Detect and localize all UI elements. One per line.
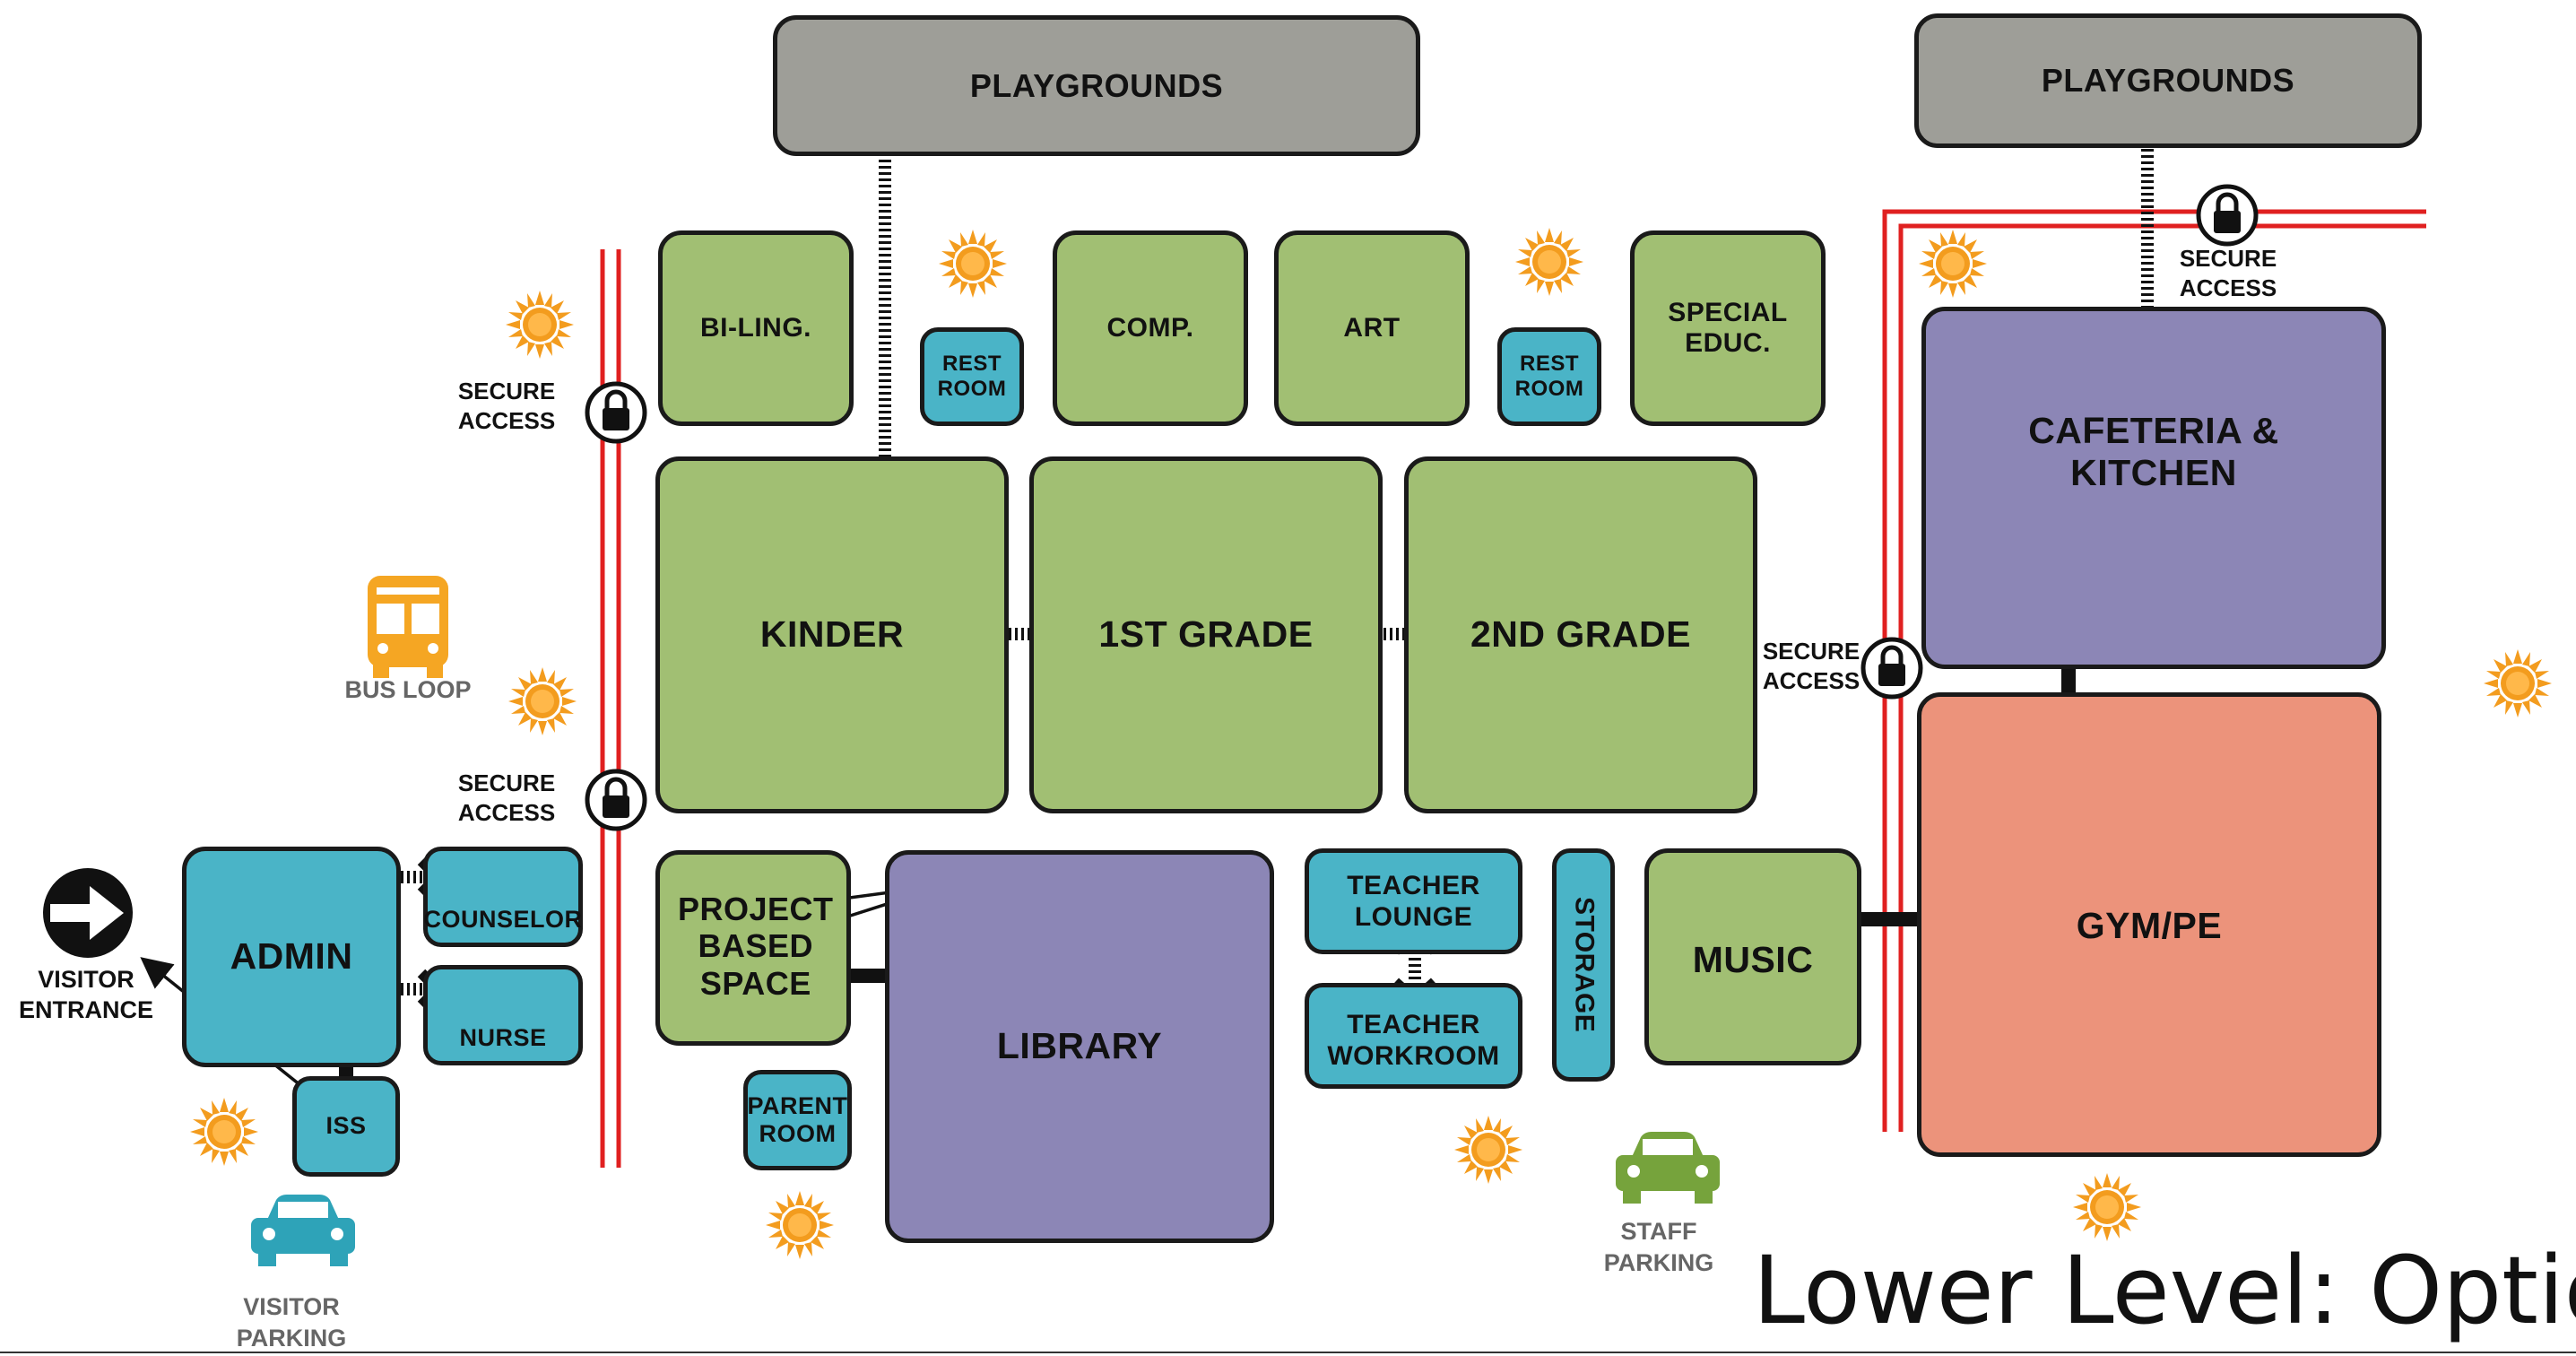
playgrounds-right-label: PLAYGROUNDS bbox=[2041, 62, 2295, 100]
room-counselor: COUNSELOR bbox=[423, 847, 583, 947]
room-label-line: ROOM bbox=[1514, 377, 1584, 401]
sun-icon bbox=[766, 1191, 834, 1259]
room-2nd-grade: 2ND GRADE bbox=[1404, 456, 1757, 813]
label-line: ACCESS bbox=[1762, 666, 1860, 694]
room-label-line: ROOM bbox=[937, 377, 1007, 401]
room-comp: COMP. bbox=[1053, 230, 1248, 426]
room-gym-pe-label: GYM/PE bbox=[2076, 905, 2223, 946]
label-line: VISITOR bbox=[243, 1293, 340, 1320]
lock-icon bbox=[2199, 187, 2256, 244]
room-kinder: KINDER bbox=[655, 456, 1009, 813]
label-line: PARKING bbox=[236, 1325, 347, 1352]
room-1st-grade: 1ST GRADE bbox=[1029, 456, 1383, 813]
sun-icon bbox=[508, 667, 577, 735]
room-label-line: ROOM bbox=[759, 1120, 837, 1147]
sun-icon bbox=[2484, 649, 2552, 717]
room-iss-label: ISS bbox=[325, 1112, 367, 1140]
room-label-line: REST bbox=[941, 352, 1002, 377]
room-art-label: ART bbox=[1343, 312, 1401, 343]
room-library: LIBRARY bbox=[885, 850, 1274, 1243]
sun-icon bbox=[506, 291, 574, 359]
room-counselor-label: COUNSELOR bbox=[423, 905, 583, 933]
room-1st-grade-label: 1ST GRADE bbox=[1098, 613, 1314, 656]
room-2nd-grade-label: 2ND GRADE bbox=[1470, 613, 1691, 656]
sun-icon bbox=[190, 1098, 258, 1166]
label-line: SECURE bbox=[1762, 638, 1860, 665]
room-label-line: PROJECT bbox=[678, 891, 834, 927]
room-admin: ADMIN bbox=[182, 847, 401, 1067]
room-label-line: REST bbox=[1519, 352, 1579, 377]
label-line: SECURE bbox=[457, 769, 556, 796]
visitor-parking-label: VISITOR PARKING bbox=[206, 1291, 377, 1354]
room-admin-label: ADMIN bbox=[230, 935, 353, 978]
sun-icon bbox=[1919, 230, 1987, 298]
room-storage: STORAGE bbox=[1552, 848, 1615, 1082]
staff-parking-label: STAFF PARKING bbox=[1578, 1216, 1739, 1279]
room-comp-label: COMP. bbox=[1106, 312, 1194, 343]
room-label-line: TEACHER bbox=[1347, 871, 1480, 900]
room-kinder-label: KINDER bbox=[759, 613, 905, 656]
room-label-line: TEACHER bbox=[1347, 1010, 1480, 1039]
bus-icon bbox=[368, 576, 448, 678]
label-line: SECURE bbox=[457, 378, 556, 404]
playgrounds-left-label: PLAYGROUNDS bbox=[969, 66, 1224, 104]
sun-icon bbox=[1454, 1116, 1522, 1184]
label-line: VISITOR bbox=[38, 966, 134, 993]
room-storage-label: STORAGE bbox=[1569, 897, 1600, 1033]
room-label-line: BASED bbox=[698, 927, 814, 965]
lock-icon bbox=[1863, 639, 1921, 697]
room-label-line: KITCHEN bbox=[2070, 452, 2237, 494]
label-line: ACCESS bbox=[457, 798, 556, 826]
room-biling: BI-LING. bbox=[658, 230, 854, 426]
label-line: ENTRANCE bbox=[18, 995, 153, 1023]
page-title: Lower Level: Option bbox=[1753, 1236, 2576, 1345]
sun-icon bbox=[939, 230, 1007, 298]
room-label-line: SPECIAL bbox=[1668, 297, 1788, 327]
room-label-line: LOUNGE bbox=[1354, 901, 1473, 932]
room-cafeteria-kitchen: CAFETERIA &KITCHEN bbox=[1921, 307, 2386, 669]
room-biling-label: BI-LING. bbox=[700, 312, 811, 343]
room-library-label: LIBRARY bbox=[996, 1025, 1163, 1067]
entrance-arrow-icon bbox=[43, 868, 133, 958]
car-icon bbox=[1616, 1132, 1720, 1204]
lock-icon bbox=[587, 384, 645, 441]
playgrounds-right: PLAYGROUNDS bbox=[1914, 13, 2422, 148]
room-nurse: NURSE bbox=[423, 965, 583, 1065]
room-nurse-label: NURSE bbox=[459, 1023, 547, 1051]
label-line: PARKING bbox=[1603, 1249, 1714, 1277]
label-line: STAFF bbox=[1620, 1218, 1697, 1245]
room-label-line: EDUC. bbox=[1685, 328, 1771, 358]
room-label-line: PARENT bbox=[747, 1091, 848, 1119]
room-gym-pe: GYM/PE bbox=[1917, 692, 2381, 1157]
room-label-line: SPACE bbox=[699, 964, 811, 1002]
label-line: ACCESS bbox=[2179, 274, 2277, 301]
sun-icon bbox=[1515, 228, 1583, 296]
car-icon bbox=[251, 1195, 355, 1266]
playgrounds-left: PLAYGROUNDS bbox=[773, 15, 1420, 156]
bus-loop-label: BUS LOOP bbox=[344, 676, 472, 703]
label-line: ACCESS bbox=[457, 406, 556, 434]
room-iss: ISS bbox=[292, 1076, 400, 1177]
room-label-line: WORKROOM bbox=[1327, 1040, 1500, 1071]
room-music: MUSIC bbox=[1644, 848, 1861, 1065]
lock-icon bbox=[587, 771, 645, 829]
sun-icon bbox=[2073, 1173, 2141, 1241]
label-line: SECURE bbox=[2179, 245, 2277, 272]
room-music-label: MUSIC bbox=[1692, 939, 1814, 980]
room-art: ART bbox=[1274, 230, 1470, 426]
room-label-line: CAFETERIA & bbox=[2028, 410, 2279, 451]
